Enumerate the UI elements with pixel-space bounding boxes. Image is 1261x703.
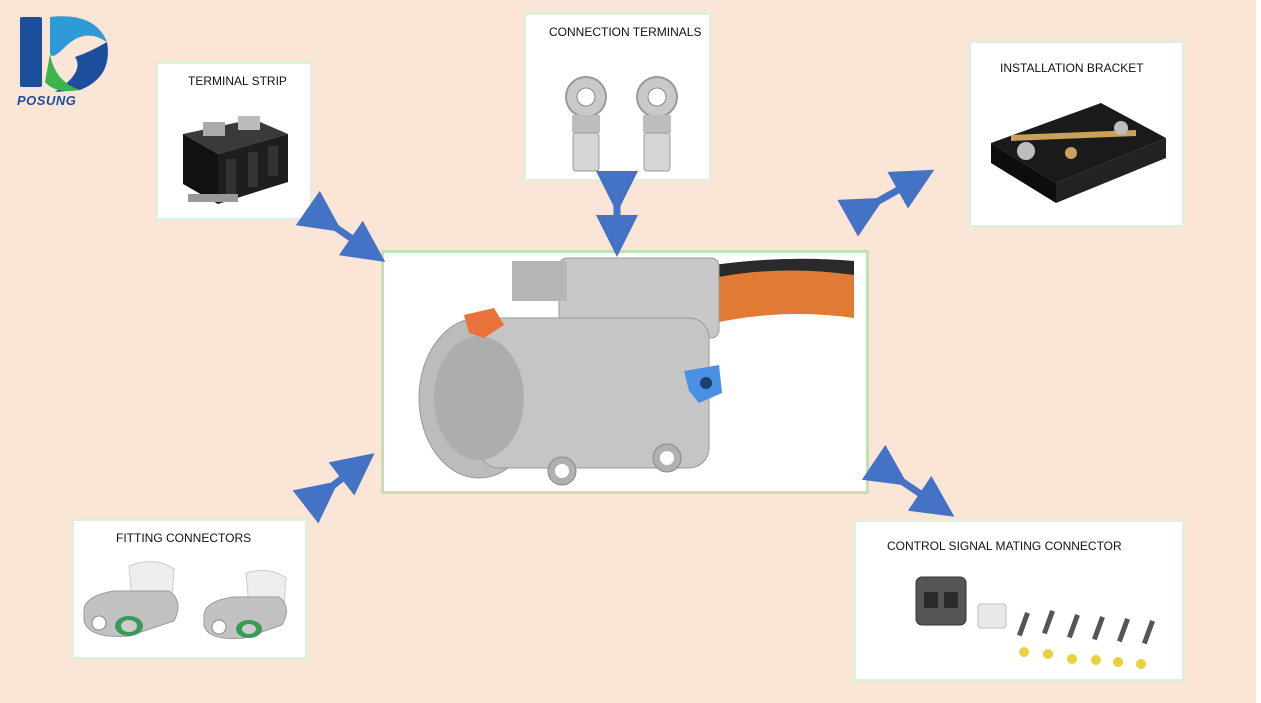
- ring-terminal-icon: [565, 76, 678, 172]
- bracket-icon: [991, 103, 1166, 203]
- electric-compressor-icon: [418, 257, 854, 486]
- right-edge-strip: [1256, 0, 1261, 703]
- fitting-connector-icon: [83, 561, 287, 639]
- connection-terminals-label: CONNECTION TERMINALS: [549, 25, 702, 39]
- brand-name: POSUNG: [17, 93, 77, 108]
- arrow-fitting-connectors: [292, 453, 375, 524]
- terminal-strip-icon: [183, 116, 288, 204]
- compressor-card: [381, 250, 869, 494]
- posung-logo-icon: [20, 16, 108, 92]
- control-signal-connector-label: CONTROL SIGNAL MATING CONNECTOR: [887, 539, 1122, 553]
- arrow-installation-bracket: [837, 169, 935, 237]
- installation-bracket-label: INSTALLATION BRACKET: [1000, 61, 1144, 75]
- mating-connector-icon: [915, 576, 1155, 669]
- terminal-strip-label: TERMINAL STRIP: [188, 74, 287, 88]
- fitting-connectors-card: FITTING CONNECTORS: [71, 518, 308, 660]
- terminal-strip-card: TERMINAL STRIP: [155, 61, 313, 221]
- installation-bracket-card: INSTALLATION BRACKET: [968, 40, 1185, 228]
- arrow-terminal-strip: [295, 190, 386, 263]
- connection-terminals-card: CONNECTION TERMINALS: [523, 12, 712, 182]
- arrow-control-signal: [861, 444, 955, 517]
- fitting-connectors-label: FITTING CONNECTORS: [116, 531, 252, 545]
- control-signal-connector-card: CONTROL SIGNAL MATING CONNECTOR: [853, 519, 1185, 682]
